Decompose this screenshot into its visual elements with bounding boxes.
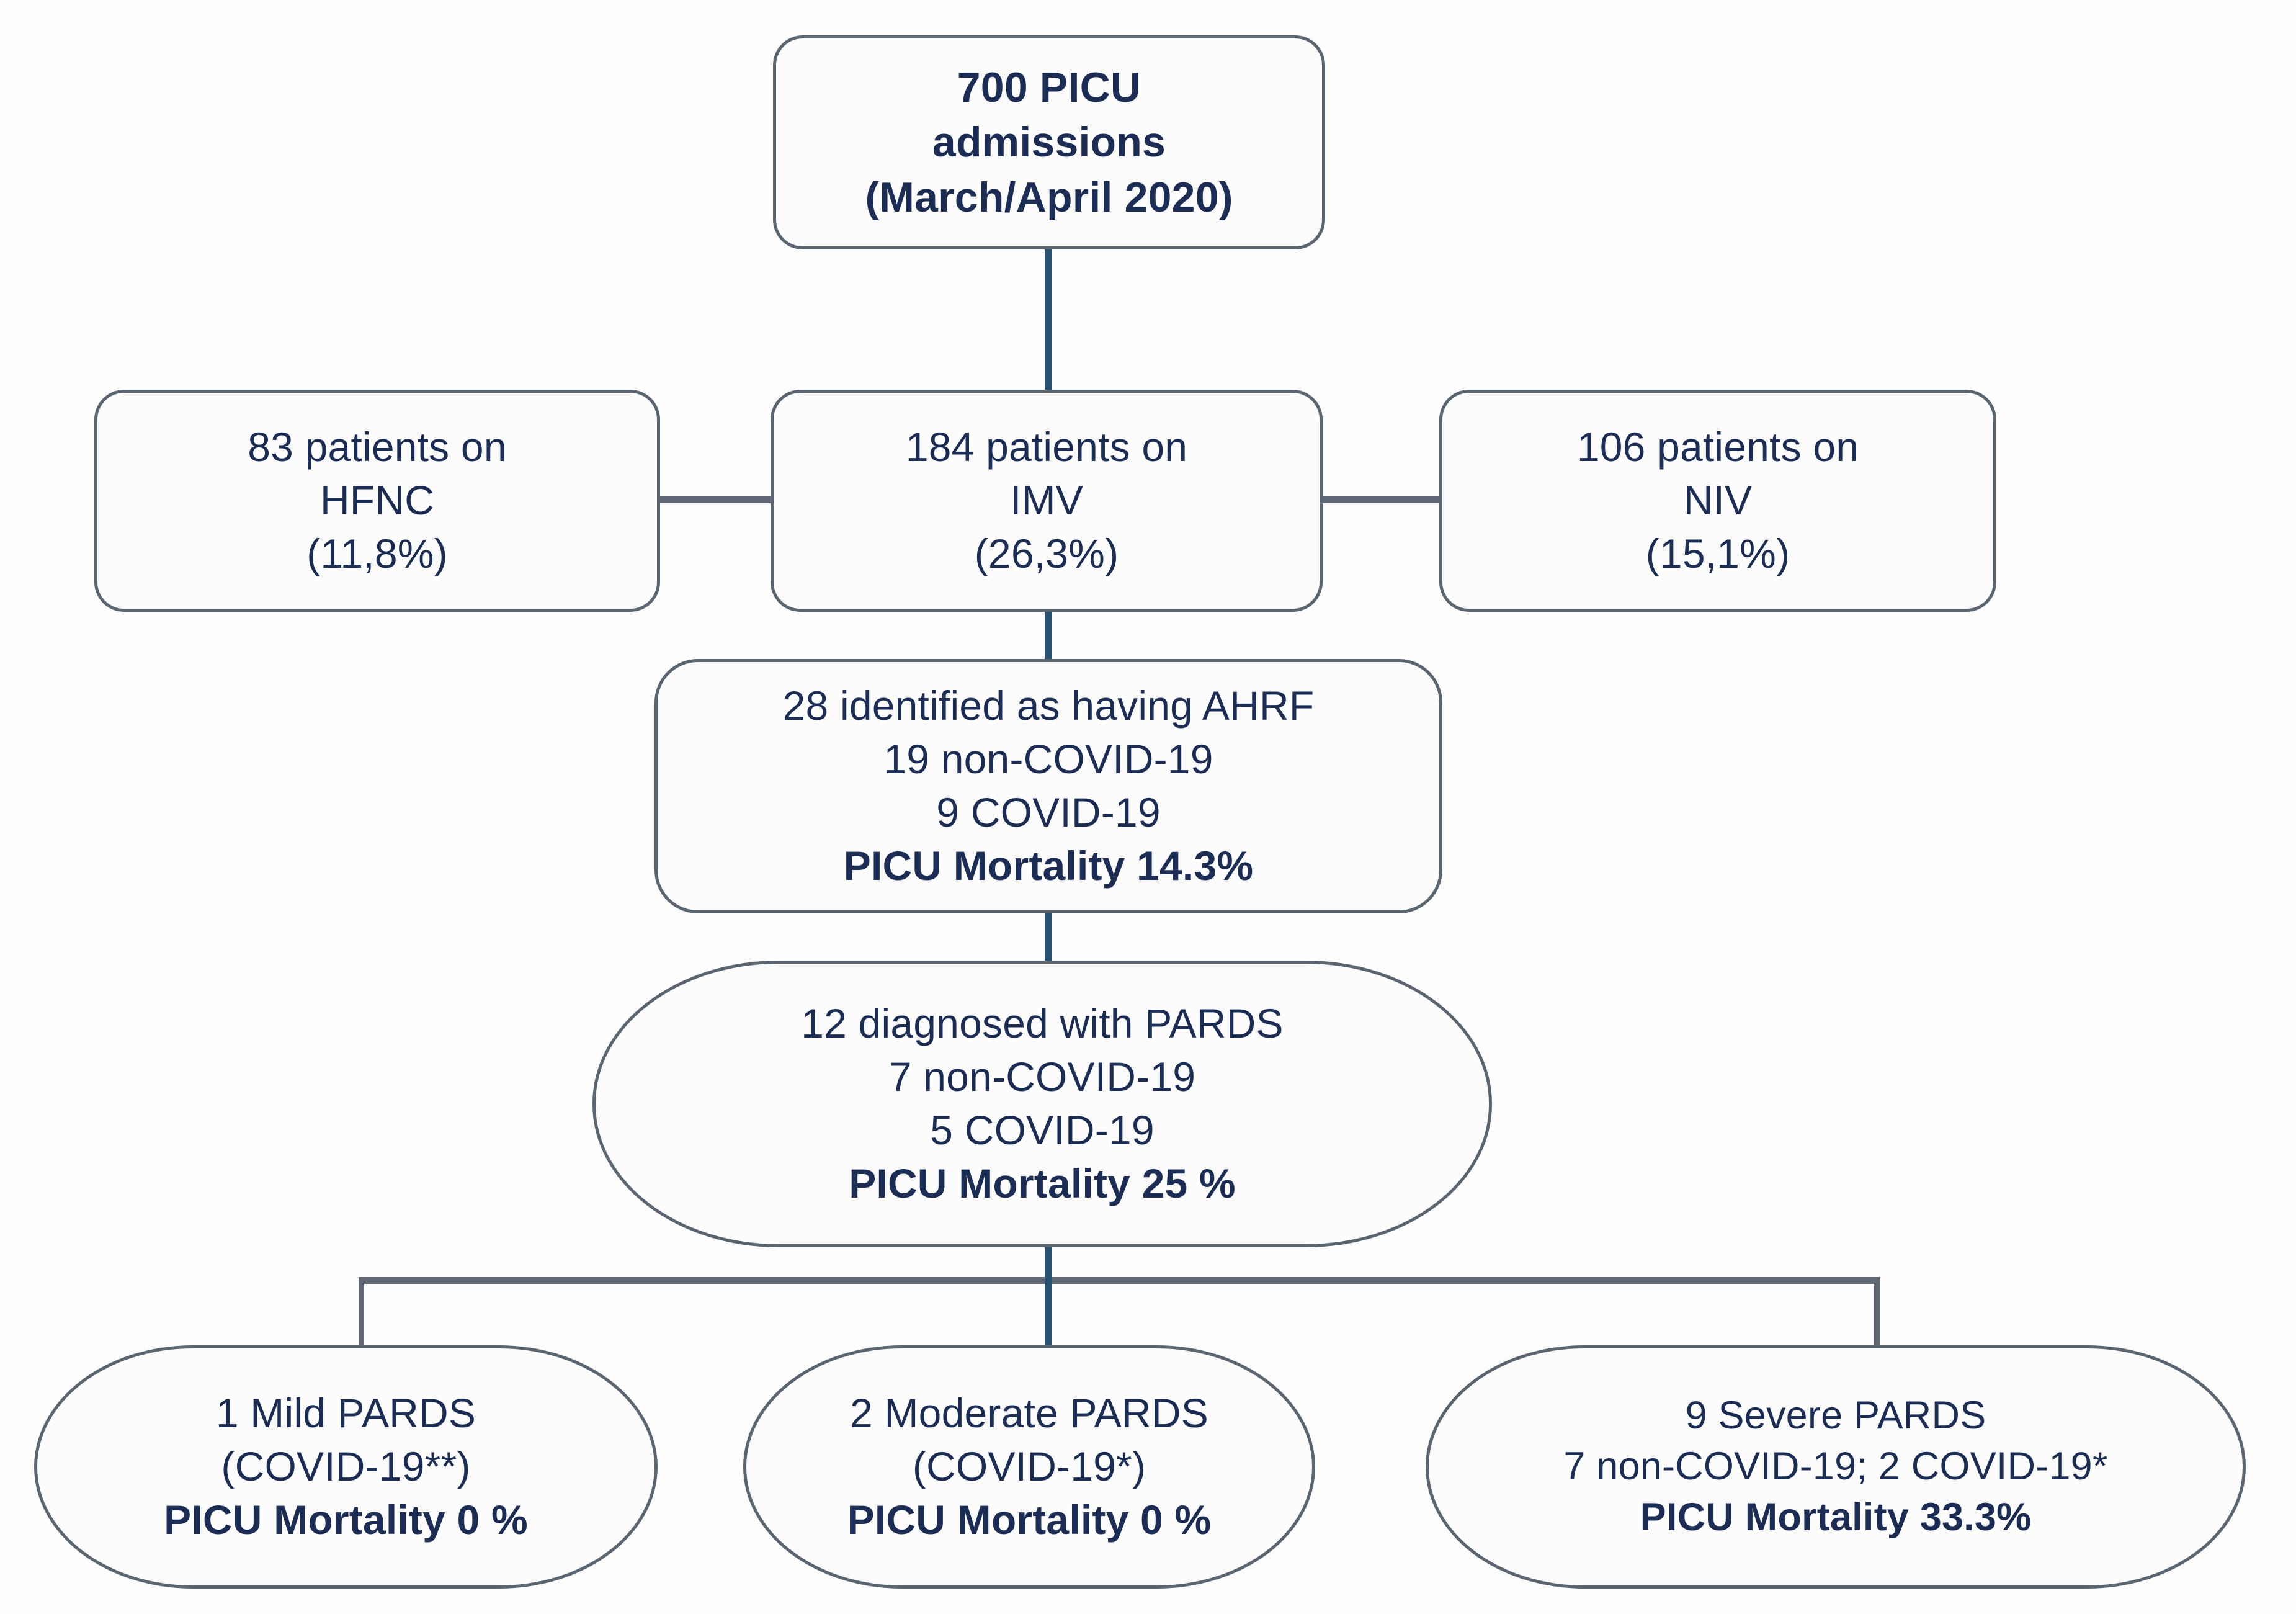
node-mortality: PICU Mortality 25 %	[849, 1160, 1236, 1206]
connector-admissions-to-imv	[1045, 247, 1052, 390]
node-pards[interactable]: 12 diagnosed with PARDS 7 non-COVID-19 5…	[592, 961, 1492, 1247]
node-line: 7 non-COVID-19	[888, 1054, 1196, 1100]
node-line: 19 non-COVID-19	[883, 736, 1213, 782]
connector-imv-to-ahrf	[1045, 610, 1052, 660]
node-line: 700 PICU	[957, 63, 1141, 111]
node-moderate-pards[interactable]: 2 Moderate PARDS (COVID-19*) PICU Mortal…	[743, 1345, 1315, 1589]
node-line: 12 diagnosed with PARDS	[801, 1000, 1284, 1047]
node-line: admissions	[932, 119, 1166, 166]
connector-hfnc-to-imv	[658, 496, 772, 503]
node-imv[interactable]: 184 patients on IMV (26,3%)	[771, 390, 1323, 612]
node-severe-pards[interactable]: 9 Severe PARDS 7 non-COVID-19; 2 COVID-1…	[1426, 1345, 2246, 1589]
node-line: IMV	[1010, 477, 1083, 524]
node-line: HFNC	[319, 477, 435, 524]
connector-imv-to-niv	[1320, 496, 1441, 503]
connector-ahrf-to-pards	[1045, 911, 1052, 962]
node-mortality: PICU Mortality 0 %	[847, 1496, 1212, 1543]
node-mortality: PICU Mortality 14.3%	[843, 842, 1254, 889]
connector-pards-to-split	[1045, 1246, 1052, 1282]
split-bar-pards-severity	[359, 1277, 1880, 1284]
node-line: (COVID-19**)	[221, 1443, 471, 1490]
node-line: NIV	[1683, 477, 1753, 524]
node-line: 7 non-COVID-19; 2 COVID-19*	[1563, 1445, 2108, 1489]
node-line: 28 identified as having AHRF	[782, 683, 1315, 729]
node-line: 184 patients on	[905, 424, 1188, 470]
node-line: 5 COVID-19	[930, 1107, 1155, 1153]
node-line: (11,8%)	[306, 530, 448, 576]
node-line: (COVID-19*)	[912, 1443, 1146, 1490]
node-mild-pards[interactable]: 1 Mild PARDS (COVID-19**) PICU Mortality…	[34, 1345, 658, 1589]
node-line: 2 Moderate PARDS	[850, 1390, 1208, 1437]
node-mortality: PICU Mortality 33.3%	[1640, 1495, 2032, 1539]
connector-split-to-severe	[1874, 1277, 1880, 1352]
node-ahrf[interactable]: 28 identified as having AHRF 19 non-COVI…	[654, 659, 1442, 913]
node-line: 9 COVID-19	[936, 789, 1161, 835]
node-line: (15,1%)	[1645, 530, 1790, 576]
node-mortality: PICU Mortality 0 %	[164, 1496, 528, 1543]
node-line: (26,3%)	[974, 530, 1119, 576]
node-line: 1 Mild PARDS	[215, 1390, 476, 1437]
node-picu-admissions[interactable]: 700 PICU admissions (March/April 2020)	[773, 35, 1325, 249]
node-hfnc[interactable]: 83 patients on HFNC (11,8%)	[94, 390, 660, 612]
node-line: (March/April 2020)	[865, 173, 1233, 221]
node-line: 9 Severe PARDS	[1685, 1394, 1986, 1438]
connector-split-to-moderate	[1045, 1277, 1052, 1352]
node-line: 83 patients on	[248, 424, 507, 470]
node-niv[interactable]: 106 patients on NIV (15,1%)	[1439, 390, 1996, 612]
node-line: 106 patients on	[1576, 424, 1859, 470]
connector-split-to-mild	[359, 1277, 364, 1352]
